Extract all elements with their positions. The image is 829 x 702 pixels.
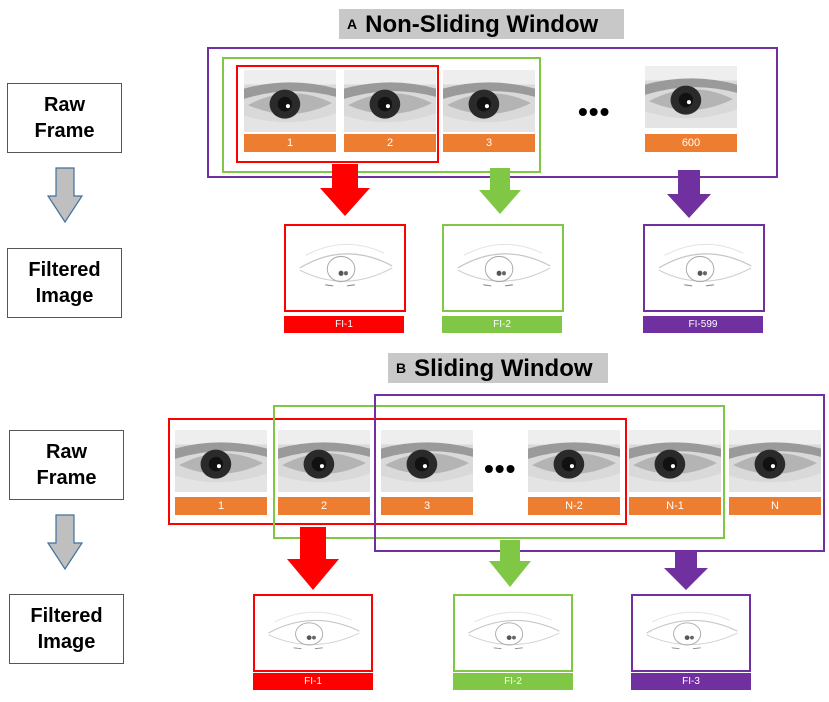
frame-number: N [729, 497, 821, 515]
panel-a-title: A Non-Sliding Window [339, 9, 624, 39]
panel-b-title-text: Sliding Window [414, 355, 593, 382]
panel-b-title: B Sliding Window [388, 353, 608, 383]
raw-frame-image [443, 70, 535, 132]
frame-number: N-1 [629, 497, 721, 515]
green-down-arrow [479, 168, 521, 214]
filtered-image-label: FI-1 [253, 673, 373, 690]
raw-frame-image [645, 66, 737, 128]
frame-number: 2 [344, 134, 436, 152]
frame-number: 3 [443, 134, 535, 152]
filtered-image-label-b: Filtered Image [9, 594, 124, 664]
filtered-image-label: FI-2 [442, 316, 562, 333]
raw-frame-image [629, 430, 721, 492]
panel-b-letter: B [396, 360, 407, 376]
raw-frame-image [278, 430, 370, 492]
raw-frame-image [344, 70, 436, 132]
red-down-arrow [320, 164, 370, 216]
gray-down-arrow [46, 514, 84, 571]
frame-number: 3 [381, 497, 473, 515]
filtered-image-label: FI-2 [453, 673, 573, 690]
filtered-image [253, 594, 373, 672]
window-red [236, 65, 439, 163]
filtered-image [643, 224, 765, 312]
filtered-image-label: FI-3 [631, 673, 751, 690]
green-down-arrow [489, 540, 531, 587]
panel-a-letter: A [347, 16, 358, 32]
purple-down-arrow [664, 552, 708, 590]
purple-down-arrow [667, 170, 711, 218]
frame-number: 1 [244, 134, 336, 152]
filtered-image-label: FI-599 [643, 316, 763, 333]
window-green [273, 405, 725, 539]
raw-frame-image [244, 70, 336, 132]
window-purple [374, 394, 825, 552]
filtered-image [631, 594, 751, 672]
frame-number: 600 [645, 134, 737, 152]
raw-frame-image [729, 430, 821, 492]
ellipsis: ••• [578, 96, 611, 127]
raw-frame-label-b: Raw Frame [9, 430, 124, 500]
panel-a-title-text: Non-Sliding Window [365, 11, 599, 38]
filtered-image [453, 594, 573, 672]
filtered-image [284, 224, 406, 312]
window-red [168, 418, 627, 525]
filtered-image-label-a: Filtered Image [7, 248, 122, 318]
red-down-arrow [287, 527, 339, 590]
raw-frame-image [175, 430, 267, 492]
gray-down-arrow [46, 167, 84, 224]
raw-frame-image [528, 430, 620, 492]
window-green [222, 57, 541, 173]
ellipsis: ••• [484, 453, 517, 484]
raw-frame-label-a: Raw Frame [7, 83, 122, 153]
filtered-image [442, 224, 564, 312]
frame-number: N-2 [528, 497, 620, 515]
raw-frame-image [381, 430, 473, 492]
filtered-image-label: FI-1 [284, 316, 404, 333]
frame-number: 2 [278, 497, 370, 515]
frame-number: 1 [175, 497, 267, 515]
